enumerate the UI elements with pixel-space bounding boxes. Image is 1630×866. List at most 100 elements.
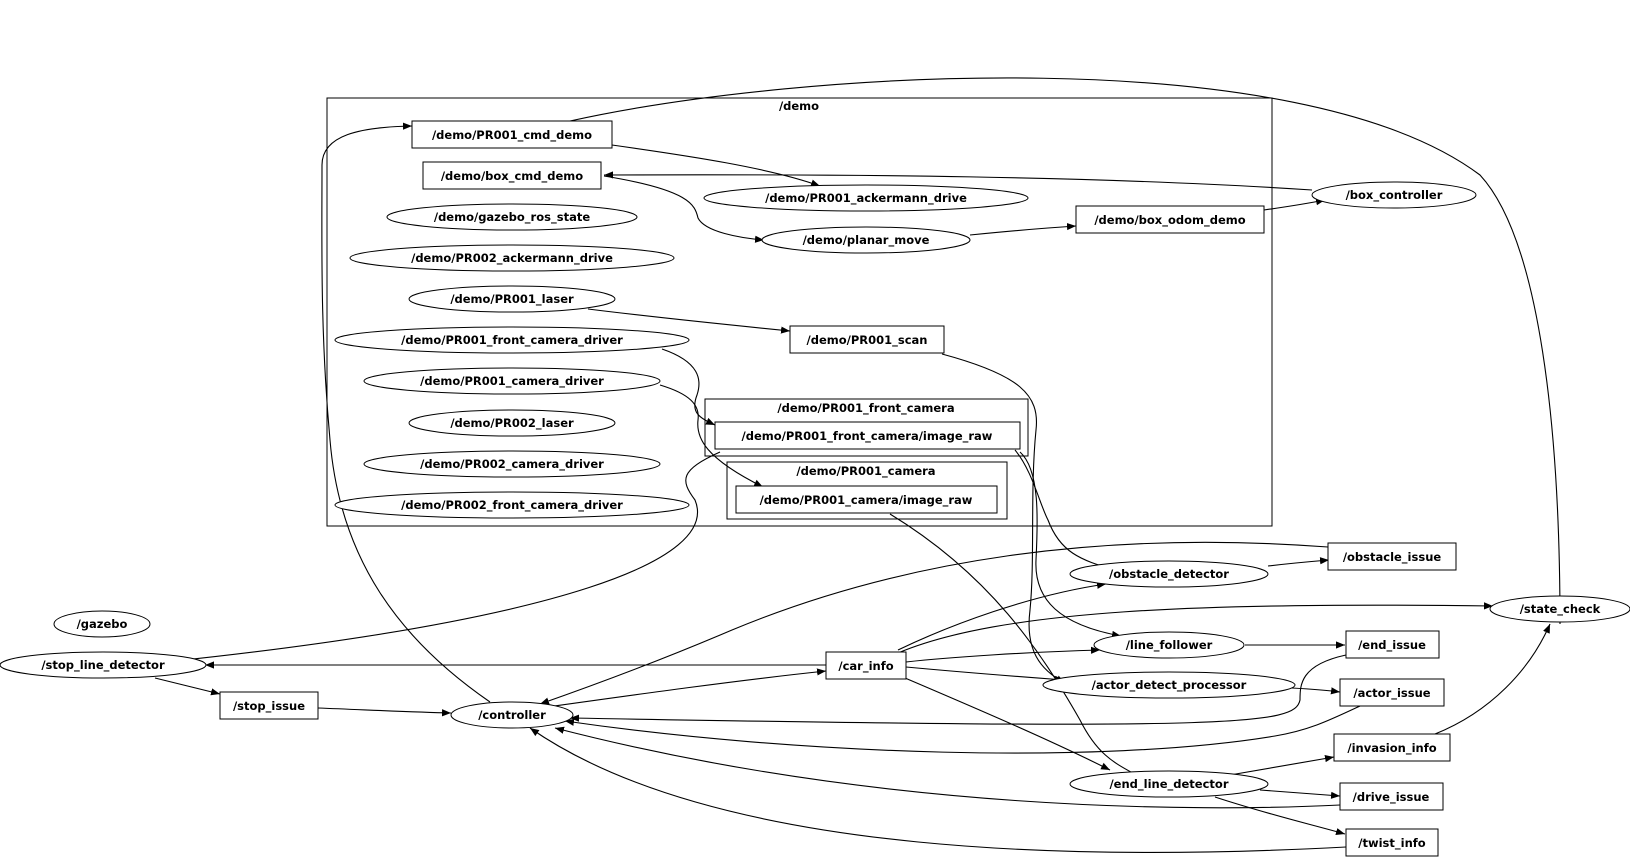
process-node-controller[interactable]: /controller xyxy=(450,701,574,729)
edge xyxy=(539,668,827,709)
cluster-camera-label: /demo/PR001_camera xyxy=(796,464,935,479)
topic-node-twist-info[interactable]: /twist_info xyxy=(1345,828,1439,857)
topic-node-pr001-scan[interactable]: /demo/PR001_scan xyxy=(789,325,945,354)
process-node-gazebo[interactable]: /gazebo xyxy=(53,610,151,638)
edge xyxy=(1267,557,1330,567)
node-label: /demo/PR001_front_camera/image_raw xyxy=(742,429,993,444)
topic-node-obstacle-issue[interactable]: /obstacle_issue xyxy=(1327,542,1457,571)
node-label: /demo/PR001_laser xyxy=(450,292,574,307)
node-label: /invasion_info xyxy=(1347,741,1436,756)
topic-node-car-info[interactable]: /car_info xyxy=(825,651,907,680)
edge xyxy=(905,666,1065,683)
node-label: /actor_issue xyxy=(1353,686,1430,701)
node-label: /demo/PR001_scan xyxy=(807,333,928,348)
edge xyxy=(603,171,1313,191)
node-label: /demo/PR001_front_camera_driver xyxy=(401,333,623,348)
process-node-pr002-front-camera-driver[interactable]: /demo/PR002_front_camera_driver xyxy=(334,491,690,519)
edge xyxy=(1019,451,1122,638)
edge xyxy=(569,654,1347,725)
node-label: /end_issue xyxy=(1358,638,1426,653)
edge xyxy=(1291,687,1341,695)
node-label: /demo/box_cmd_demo xyxy=(441,169,583,184)
node-label: /controller xyxy=(478,708,546,722)
edge xyxy=(174,451,721,664)
edge xyxy=(904,677,1111,771)
topic-node-end-issue[interactable]: /end_issue xyxy=(1345,630,1440,659)
node-label: /stop_issue xyxy=(233,699,305,714)
process-node-state-check[interactable]: /state_check xyxy=(1489,595,1630,623)
edge xyxy=(587,308,791,334)
edge xyxy=(1259,789,1341,799)
process-node-pr002-ackermann-drive[interactable]: /demo/PR002_ackermann_drive xyxy=(349,244,675,272)
process-node-gazebo-ros-state[interactable]: /demo/gazebo_ros_state xyxy=(386,203,638,231)
topic-node-actor-issue[interactable]: /actor_issue xyxy=(1339,678,1445,707)
node-label: /twist_info xyxy=(1358,836,1425,851)
topic-node-pr001-front-camera-image-raw[interactable]: /demo/PR001_front_camera/image_raw xyxy=(714,421,1021,450)
edges xyxy=(154,77,1564,854)
process-node-obstacle-detector[interactable]: /obstacle_detector xyxy=(1069,560,1269,588)
node-label: /end_line_detector xyxy=(1109,777,1228,792)
cluster-demo: /demo xyxy=(326,97,1273,527)
node-label: /drive_issue xyxy=(1353,790,1430,805)
edge xyxy=(897,602,1494,654)
edge xyxy=(564,705,1361,754)
node-label: /demo/PR002_laser xyxy=(450,416,574,431)
edge xyxy=(941,353,1066,684)
node-label: /demo/PR001_camera/image_raw xyxy=(760,493,973,508)
topic-node-drive-issue[interactable]: /drive_issue xyxy=(1339,782,1444,811)
process-node-pr002-camera-driver[interactable]: /demo/PR002_camera_driver xyxy=(363,450,661,478)
edge xyxy=(603,175,765,243)
edge xyxy=(321,122,491,703)
edge xyxy=(897,581,1107,651)
node-label: /state_check xyxy=(1520,602,1601,617)
process-node-stop-line-detector[interactable]: /stop_line_detector xyxy=(0,651,207,679)
process-node-box-controller[interactable]: /box_controller xyxy=(1311,181,1477,209)
node-label: /stop_line_detector xyxy=(41,658,165,673)
cluster-front-camera-label: /demo/PR001_front_camera xyxy=(777,401,954,416)
process-node-pr001-ackermann-drive[interactable]: /demo/PR001_ackermann_drive xyxy=(703,184,1029,212)
cluster-camera: /demo/PR001_camera xyxy=(726,461,1008,520)
topic-node-pr001-camera-image-raw[interactable]: /demo/PR001_camera/image_raw xyxy=(735,485,998,514)
node-label: /obstacle_detector xyxy=(1109,567,1229,582)
edge xyxy=(569,77,1564,625)
edge xyxy=(1214,796,1346,835)
topic-node-box-odom-demo[interactable]: /demo/box_odom_demo xyxy=(1075,205,1265,234)
node-label: /demo/PR002_front_camera_driver xyxy=(401,498,623,513)
edge xyxy=(154,677,221,696)
node-label: /actor_detect_processor xyxy=(1092,678,1247,693)
node-label: /demo/PR002_camera_driver xyxy=(420,457,604,472)
edge xyxy=(969,222,1077,236)
node-label: /box_controller xyxy=(1346,188,1443,203)
process-node-end-line-detector[interactable]: /end_line_detector xyxy=(1069,770,1269,798)
node-label: /demo/box_odom_demo xyxy=(1094,213,1245,228)
node-label: /obstacle_issue xyxy=(1343,550,1442,565)
topic-node-pr001-cmd-demo[interactable]: /demo/PR001_cmd_demo xyxy=(411,120,613,149)
node-label: /demo/planar_move xyxy=(803,233,930,248)
edge xyxy=(661,348,716,426)
topic-node-stop-issue[interactable]: /stop_issue xyxy=(219,691,319,720)
topic-node-invasion-info[interactable]: /invasion_info xyxy=(1333,733,1451,762)
node-label: /demo/PR001_cmd_demo xyxy=(432,128,592,143)
process-node-actor-detect-processor[interactable]: /actor_detect_processor xyxy=(1042,671,1296,699)
cluster-front-camera: /demo/PR001_front_camera xyxy=(704,398,1029,457)
edge xyxy=(539,541,1329,705)
process-node-line-follower[interactable]: /line_follower xyxy=(1093,631,1245,659)
topic-node-box-cmd-demo[interactable]: /demo/box_cmd_demo xyxy=(422,161,602,190)
edge xyxy=(1014,449,1116,571)
cluster-demo-label: /demo xyxy=(779,99,819,113)
node-label: /line_follower xyxy=(1126,638,1213,653)
edge xyxy=(659,384,764,488)
edge xyxy=(317,707,452,717)
node-label: /gazebo xyxy=(77,617,128,631)
process-node-pr001-front-camera-driver[interactable]: /demo/PR001_front_camera_driver xyxy=(334,326,690,354)
process-node-pr001-camera-driver[interactable]: /demo/PR001_camera_driver xyxy=(363,367,661,395)
process-node-pr002-laser[interactable]: /demo/PR002_laser xyxy=(408,409,616,437)
process-node-pr001-laser[interactable]: /demo/PR001_laser xyxy=(408,285,616,313)
node-label: /demo/PR001_ackermann_drive xyxy=(765,191,967,206)
process-node-planar-move[interactable]: /demo/planar_move xyxy=(761,226,971,254)
node-label: /demo/PR001_camera_driver xyxy=(420,374,604,389)
edge xyxy=(905,646,1101,663)
node-label: /car_info xyxy=(838,659,893,674)
edge xyxy=(1229,754,1335,776)
